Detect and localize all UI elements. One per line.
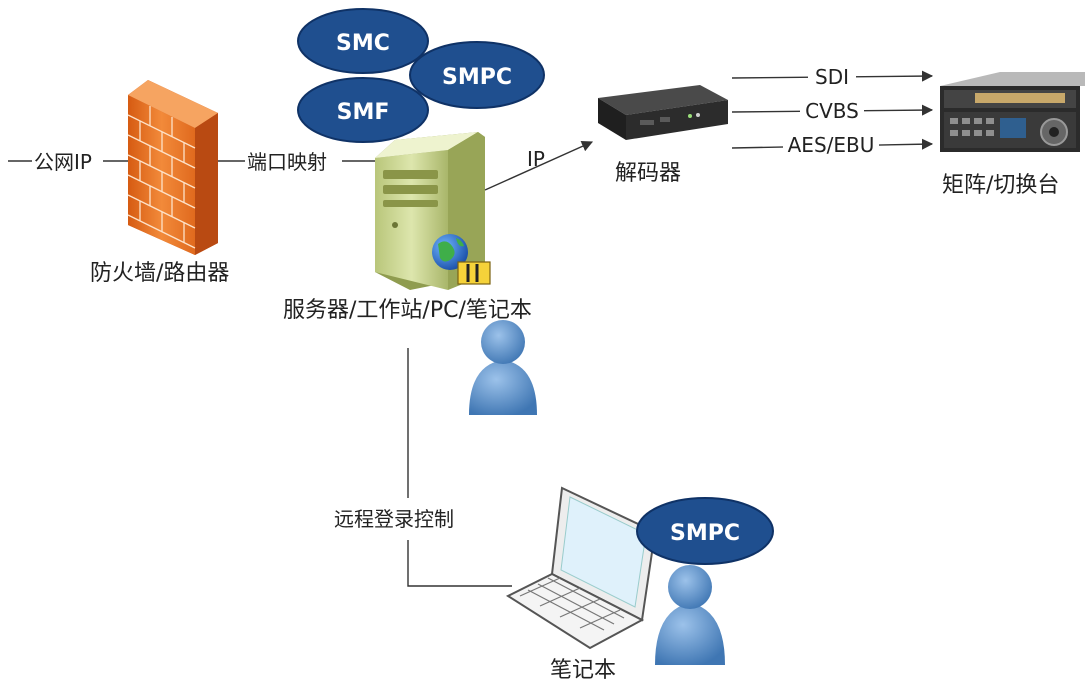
remote-line-bottom [407,540,512,587]
cvbs-label: CVBS [805,99,859,123]
folder-icon [457,261,491,285]
laptop-icon [505,486,657,650]
ip-arrow [484,141,594,191]
cvbs-label-bg [800,100,864,122]
matrix-device-icon [940,72,1085,152]
firewall-icon [127,80,218,255]
public-ip-label: 公网IP [34,150,92,174]
laptop-user-icon [655,565,725,665]
port-mapping-label: 端口映射 [247,150,327,174]
laptop-smpc-module: SMPC [636,497,774,565]
decoder-icon [598,85,728,140]
aes-ebu-label-bg [783,134,879,156]
globe-icon [432,234,468,270]
matrix-label: 矩阵/切换台 [942,173,1059,198]
laptop-label: 笔记本 [550,658,616,683]
server-label: 服务器/工作站/PC/笔记本 [283,298,532,323]
smc-label: SMC [336,31,390,56]
aes-ebu-label: AES/EBU [788,133,875,157]
user-icon [469,320,537,415]
smf-label: SMF [337,100,390,125]
remote-login-label: 远程登录控制 [334,507,454,531]
smc-module: SMC [297,8,429,74]
firewall-label: 防火墙/路由器 [90,261,229,286]
ip-label: IP [527,147,545,171]
decoder-label: 解码器 [615,161,681,186]
smpc-label: SMPC [442,65,512,90]
smpc-module: SMPC [409,41,545,109]
sdi-label-bg [808,66,856,88]
laptop-smpc-label: SMPC [670,521,740,546]
sdi-label: SDI [815,65,849,89]
smf-module: SMF [297,77,429,143]
